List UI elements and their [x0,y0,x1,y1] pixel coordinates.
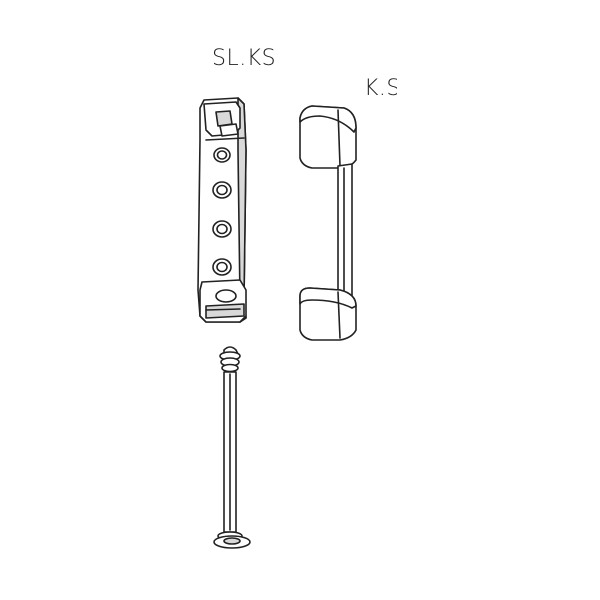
part-label-ks: K.S [364,76,397,101]
hinge-bottom-edge [206,309,240,310]
pin-thread-ring-3 [222,365,238,372]
hinge-top-slot [216,111,232,126]
cover-top-cap-face [300,106,356,132]
cover-top-cap-seam [338,110,340,166]
pin-part [214,347,250,548]
hinge-top-lug [220,124,238,136]
hinge-hole-3-inner [217,225,227,234]
pin-head-flange-inner [224,538,240,544]
hinge-body-part [198,98,246,322]
cover-bar-part [300,106,356,340]
cover-bottom-cap-seam [338,292,340,338]
hinge-hole-4-inner [217,263,227,272]
hinge-bottom-lug [206,304,244,318]
cover-bottom-cap-top [300,288,356,308]
cover-shaft [338,164,352,298]
hinge-bottom-hole [216,290,236,302]
hinge-body-side-face [238,98,246,322]
hinge-top-edge [206,138,244,140]
hinge-hole-2-inner [217,186,227,195]
part-label-slks: SL.KS [212,46,277,71]
hinge-hole-1-inner [218,151,227,159]
